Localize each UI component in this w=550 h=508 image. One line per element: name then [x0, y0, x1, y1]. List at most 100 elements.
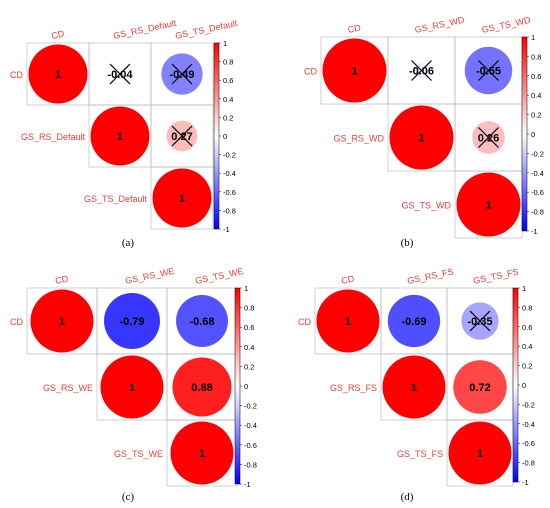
colorbar-tick-label: -0.4: [522, 420, 535, 429]
correlation-value: 1: [345, 316, 351, 328]
colorbar: [521, 36, 528, 232]
colorbar-tick-label: 0.2: [223, 113, 233, 122]
colorbar-tick-label: 0.6: [244, 323, 254, 332]
column-label: GS_TS_WE: [194, 266, 244, 286]
correlation-value: -0.79: [119, 316, 144, 328]
colorbar-tick-label: -0.4: [531, 169, 544, 178]
colorbar: [213, 42, 220, 230]
colorbar: [234, 287, 241, 485]
correlation-value: 1: [59, 316, 65, 328]
correlation-circle: [453, 360, 507, 414]
colorbar-tick-label: 0: [223, 132, 227, 141]
colorbar-tick-label: -0.8: [223, 206, 236, 215]
correlation-value: 1: [199, 448, 205, 460]
correlation-circle: [152, 168, 212, 228]
caption-c: (c): [121, 491, 135, 503]
correlation-value: 0.26: [478, 133, 499, 145]
insignificant-cross: [411, 60, 432, 81]
colorbar-tick-label: 1: [223, 39, 227, 48]
colorbar-tick-label: 0.8: [531, 52, 541, 61]
colorbar-tick-label: -0.6: [531, 188, 544, 197]
insignificant-cross: [109, 63, 131, 85]
row-label: GS_TS_FS: [397, 449, 443, 459]
colorbar: [512, 287, 519, 483]
insignificant-cross: [478, 127, 499, 148]
correlation-circle: [322, 38, 387, 103]
correlation-circle: [389, 105, 454, 170]
colorbar-tick-label: -0.6: [244, 441, 257, 450]
row-label: GS_TS_WE: [114, 449, 163, 459]
colorbar-tick-label: 1: [531, 33, 535, 42]
correlation-value: -0.06: [409, 66, 434, 78]
colorbar-tick-label: -0.4: [223, 169, 236, 178]
correlation-value: 0.88: [191, 382, 212, 394]
correlation-value: 1: [129, 382, 135, 394]
colorbar-tick-label: 0.2: [244, 362, 254, 371]
colorbar-tick-label: 0.2: [522, 362, 532, 371]
cell-border: [150, 166, 214, 230]
correlation-value: -0.68: [189, 316, 214, 328]
row-label: CD: [298, 317, 311, 327]
colorbar-tick-label: -0.6: [522, 439, 535, 448]
caption-b: (b): [400, 237, 414, 249]
colorbar-tick-label: 0.4: [531, 91, 541, 100]
colorbar-tick-label: -1: [522, 478, 529, 487]
row-label: CD: [304, 67, 317, 77]
insignificant-cross: [478, 60, 499, 81]
colorbar-tick-label: 0.4: [522, 342, 532, 351]
colorbar-tick-label: 1: [522, 284, 526, 293]
correlation-value: 1: [55, 69, 61, 81]
insignificant-cross: [171, 125, 193, 147]
colorbar-tick-label: -0.2: [244, 402, 257, 411]
correlation-circle: [104, 293, 160, 349]
colorbar-tick-label: 0: [244, 382, 248, 391]
colorbar-tick-label: -0.8: [531, 208, 544, 217]
column-label: CD: [54, 273, 69, 286]
colorbar-tick-label: 0: [522, 381, 526, 390]
column-label: CD: [50, 28, 65, 41]
correlation-value: 1: [477, 448, 483, 460]
colorbar-tick-label: -0.2: [223, 151, 236, 160]
colorbar-tick-label: 0.2: [531, 111, 541, 120]
column-label: GS_TS_Default: [174, 18, 238, 41]
correlation-value: 1: [179, 193, 185, 205]
correlation-circle: [170, 421, 234, 485]
caption-a: (a): [121, 237, 135, 249]
correlation-value: 1: [411, 382, 417, 394]
correlation-circle: [382, 355, 446, 419]
column-label: GS_TS_FS: [472, 267, 519, 286]
colorbar-tick-label: -1: [531, 227, 538, 236]
correlation-circle: [100, 355, 164, 419]
correlation-value: -0.35: [467, 316, 492, 328]
correlation-circle: [316, 289, 380, 353]
row-label: CD: [10, 70, 23, 80]
row-label: GS_RS_WD: [333, 134, 384, 144]
correlation-circle: [387, 294, 441, 348]
row-label: CD: [10, 317, 23, 327]
row-label: GS_TS_WD: [401, 201, 451, 211]
correlation-value: 1: [418, 133, 424, 145]
colorbar-tick-label: -1: [223, 225, 230, 234]
colorbar-tick-label: 0: [531, 130, 535, 139]
colorbar-tick-label: 0.8: [244, 304, 254, 313]
colorbar-tick-label: -0.8: [244, 460, 257, 469]
column-label: GS_TS_WD: [481, 15, 532, 35]
row-label: GS_RS_Default: [21, 132, 86, 142]
correlation-value: -0.55: [476, 66, 501, 78]
row-label: GS_RS_FS: [330, 383, 377, 393]
colorbar-tick-label: -1: [244, 480, 251, 489]
insignificant-cross: [171, 63, 193, 85]
correlation-circle: [28, 44, 88, 104]
colorbar-tick-label: 0.4: [223, 95, 233, 104]
colorbar-tick-label: 0.6: [223, 76, 233, 85]
column-label: CD: [340, 273, 355, 286]
column-label: GS_RS_WE: [124, 266, 175, 286]
column-label: GS_RS_FS: [406, 266, 454, 286]
correlation-value: 1: [485, 200, 491, 212]
colorbar-tick-label: 1: [244, 284, 248, 293]
colorbar-tick-label: 0.6: [522, 323, 532, 332]
